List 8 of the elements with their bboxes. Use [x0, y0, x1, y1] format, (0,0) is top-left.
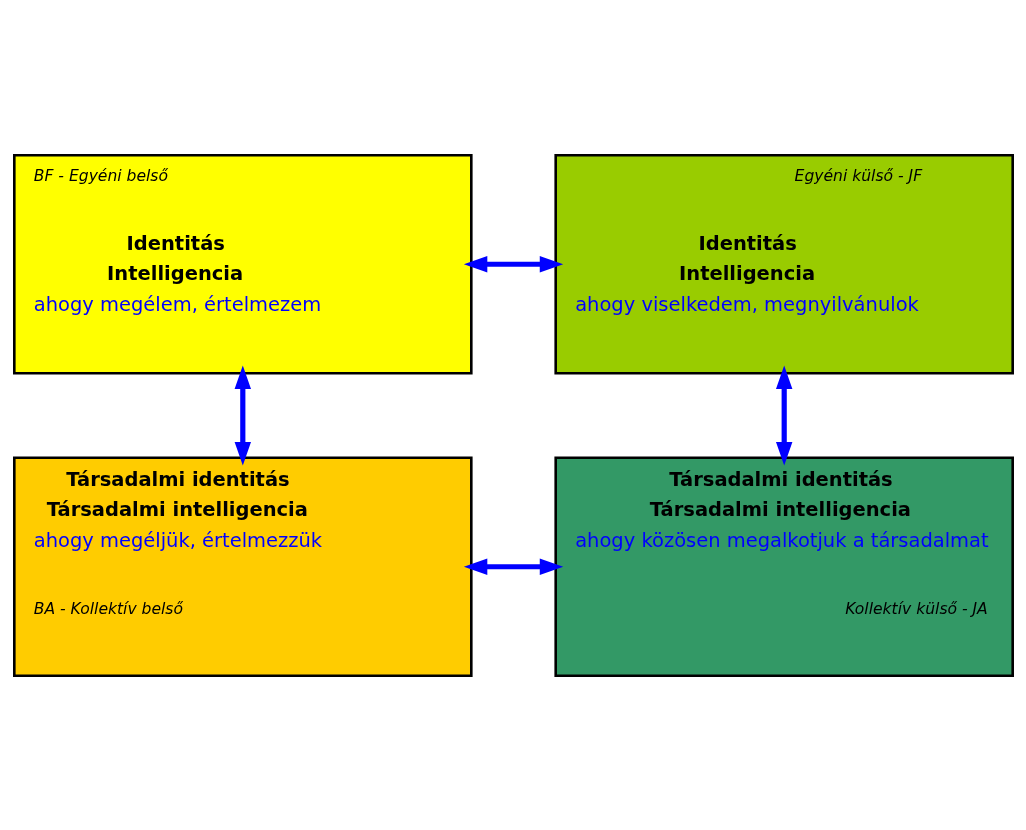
node-box: Társadalmi identitás Társadalmi intelligencia ahogy megéljük, értelmezzük BA - Kollektív belső: [12, 455, 473, 677]
node-box: Egyéni külső - JF Identitás Intelligencia ahogy viselkedem, megnyilvánulok: [553, 153, 1014, 375]
arrow: [775, 365, 792, 465]
arrow: [463, 255, 563, 272]
arrow: [463, 558, 563, 575]
node-box: BF - Egyéni belső Identitás Intelligencia ahogy megélem, értelmezem: [12, 153, 473, 375]
node-box: Társadalmi identitás Társadalmi intelligencia ahogy közösen megalkotjuk a társadalmat Kollektív külső - JA: [553, 455, 1014, 677]
arrow: [234, 365, 251, 465]
